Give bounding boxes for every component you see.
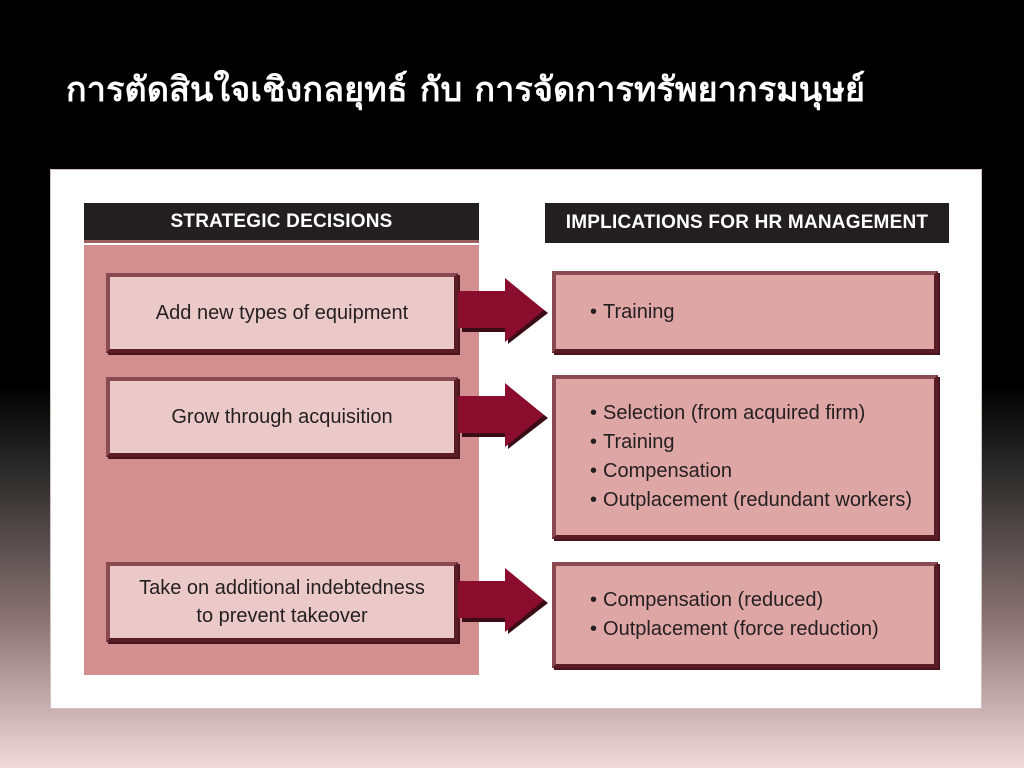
arrow-right-icon — [458, 278, 548, 344]
implication-box-equipment: Training — [552, 271, 938, 353]
decision-text: Add new types of equipment — [155, 302, 409, 324]
implication-item: Outplacement (redundant workers) — [590, 486, 934, 515]
decision-text: Grow through acquisition — [171, 406, 393, 428]
implication-item: Compensation (reduced) — [590, 586, 934, 615]
implication-item: Training — [590, 298, 934, 327]
implication-box-indebtedness: Compensation (reduced) Outplacement (for… — [552, 562, 938, 668]
decision-text-line-1: Take on additional indebtedness — [139, 577, 425, 599]
implication-item: Outplacement (force reduction) — [590, 615, 934, 644]
decision-box-equipment: Add new types of equipment — [106, 273, 458, 353]
strategic-decisions-header: STRATEGIC DECISIONS — [84, 203, 479, 243]
slide-title: การตัดสินใจเชิงกลยุทธ์ กับ การจัดการทรัพ… — [66, 70, 866, 110]
decision-box-acquisition: Grow through acquisition — [106, 377, 458, 457]
arrow-right-icon — [458, 568, 548, 634]
implication-item: Selection (from acquired firm) — [590, 399, 934, 428]
implication-box-acquisition: Selection (from acquired firm) Training … — [552, 375, 938, 539]
diagram-panel: STRATEGIC DECISIONS IMPLICATIONS FOR HR … — [51, 170, 981, 708]
implication-item: Training — [590, 428, 934, 457]
decision-text-line-2: to prevent takeover — [196, 605, 368, 627]
decision-box-indebtedness: Take on additional indebtedness to preve… — [106, 562, 458, 642]
implication-item: Compensation — [590, 457, 934, 486]
hr-implications-header: IMPLICATIONS FOR HR MANAGEMENT — [545, 203, 949, 243]
arrow-right-icon — [458, 383, 548, 449]
